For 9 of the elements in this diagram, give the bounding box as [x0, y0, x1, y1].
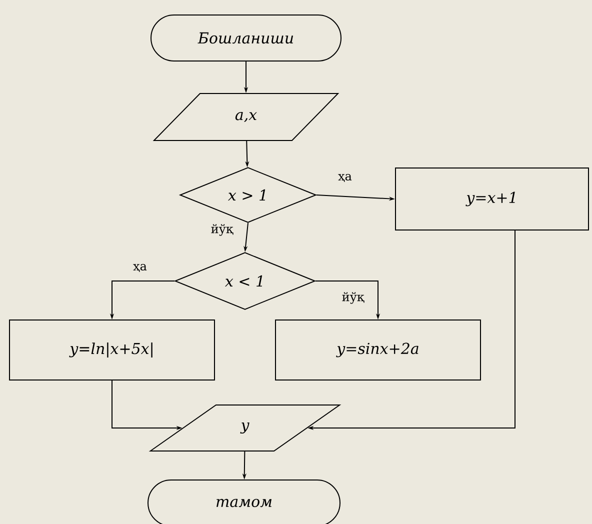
process-box: y=sinx+2a [275, 320, 481, 380]
terminal-box: Бошланиши [150, 14, 342, 62]
edge-label: йўқ [210, 223, 234, 237]
terminal-box: тамом [148, 480, 340, 524]
process-box: y=ln|x+5x| [9, 320, 215, 380]
edge-label: ҳа [132, 262, 148, 274]
process-box: y=x+1 [395, 168, 589, 230]
edge-label: йўқ [340, 291, 366, 305]
edge-label: ҳа [337, 172, 353, 184]
